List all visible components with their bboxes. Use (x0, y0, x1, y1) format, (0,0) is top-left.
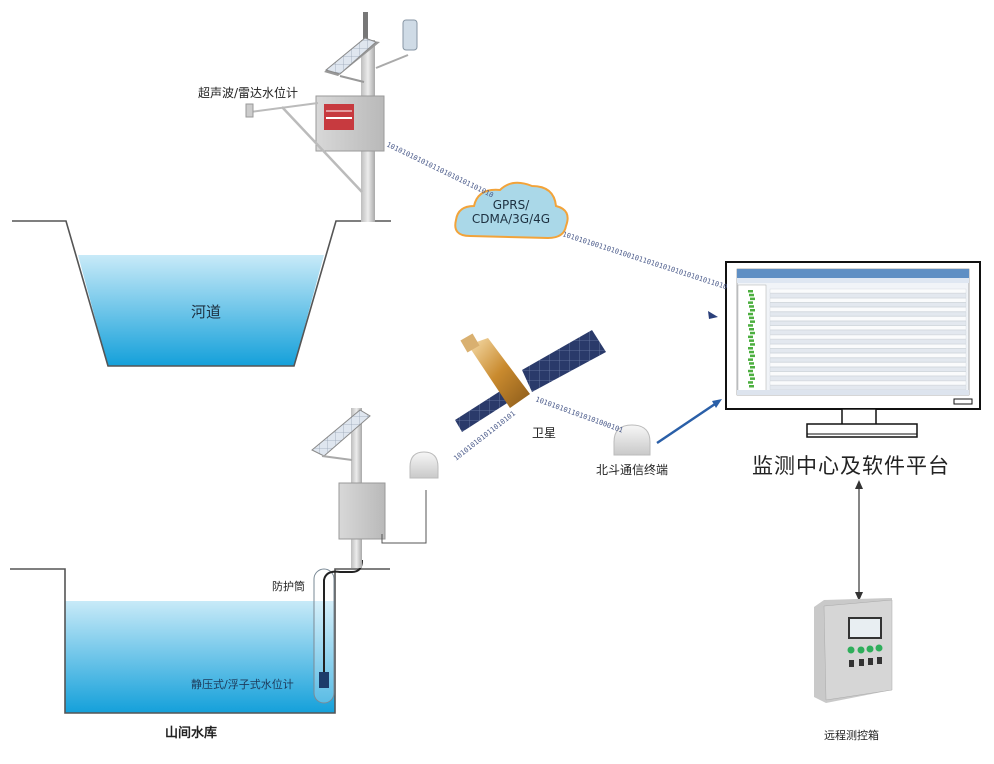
software-tree-node (749, 385, 754, 388)
network-cloud (454, 181, 569, 240)
satellite-icon (455, 330, 606, 432)
software-table-row (769, 311, 967, 317)
software-tree-node (750, 331, 755, 335)
software-tree-node (749, 328, 754, 331)
software-tree-node (750, 309, 755, 312)
beidou-antenna-icon (409, 451, 439, 479)
software-tree-node (750, 320, 755, 323)
binary-stream-cloud-center: 1010101001101010010110101010101010101101… (561, 230, 728, 291)
terminal-link-line (656, 400, 719, 445)
beidou-terminal-icon (613, 424, 651, 456)
link-arrow-icon (708, 311, 718, 319)
arrow-up-icon (855, 480, 863, 489)
software-table-row (769, 293, 967, 298)
software-tree-node (750, 297, 755, 301)
software-tree-node (748, 312, 753, 316)
software-table-row (769, 344, 967, 349)
label-pressure-float-gauge: 静压式/浮子式水位计 (191, 678, 294, 691)
software-tree-node (748, 369, 753, 373)
software-table-row (769, 348, 967, 353)
label-remote-control-box: 远程测控箱 (824, 729, 879, 742)
label-ultrasonic-radar-gauge: 超声波/雷达水位计 (198, 86, 299, 100)
reservoir-basin (10, 568, 390, 714)
software-table-row (769, 307, 967, 312)
label-reservoir: 山间水库 (165, 726, 218, 741)
software-table-row (769, 302, 967, 307)
remote-control-box-icon (814, 598, 893, 703)
radar-station (245, 12, 418, 222)
label-network: GPRS/ CDMA/3G/4G (468, 198, 554, 226)
pressure-sensor-icon (319, 672, 329, 688)
label-network-line2: CDMA/3G/4G (471, 212, 551, 226)
river-water (78, 255, 324, 366)
software-tree-node (750, 366, 755, 369)
software-tree-node (748, 290, 753, 293)
label-network-line1: GPRS/ (492, 198, 530, 212)
label-protection-tube: 防护筒 (272, 580, 305, 593)
label-satellite: 卫星 (532, 426, 557, 440)
software-tree-node (749, 350, 754, 354)
software-table-row (769, 334, 967, 340)
control-box (338, 482, 386, 540)
arrow-down-icon (855, 592, 863, 601)
software-table-row (769, 325, 967, 330)
label-river: 河道 (191, 303, 222, 321)
software-tree-node (749, 293, 754, 297)
reservoir-bank-line (10, 568, 390, 714)
software-tree-node (748, 335, 753, 339)
software-tree-node (749, 339, 754, 342)
software-table-row (769, 288, 967, 294)
software-tree-node (750, 343, 755, 346)
software-table-row (769, 339, 967, 344)
software-tree-node (749, 362, 754, 365)
software-tree-node (748, 301, 753, 304)
reservoir-water (65, 601, 335, 713)
solar-panel-icon (324, 37, 377, 75)
software-table-row (769, 353, 967, 358)
software-table-row (769, 298, 967, 303)
software-table-row (769, 371, 967, 376)
software-tree-node (748, 347, 753, 350)
software-table-row (769, 316, 967, 321)
software-tree-node (750, 354, 755, 358)
antenna-icon (363, 12, 368, 42)
software-table-row (769, 376, 967, 381)
software-table-row (769, 367, 967, 372)
solar-panel-icon (311, 409, 371, 457)
software-table-row (769, 330, 967, 335)
software-tree-node (749, 373, 754, 377)
software-table-row (769, 362, 967, 367)
reservoir-station (311, 408, 439, 568)
river-bank-line (12, 220, 391, 367)
river-channel (12, 220, 391, 367)
software-table-row (769, 385, 967, 390)
monitor-icon (725, 261, 981, 438)
binary-stream-station-cloud: 1010101010101101010101101010 (385, 141, 495, 200)
software-tree-node (749, 316, 754, 320)
software-tree-node (748, 324, 753, 327)
rain-gauge-icon (402, 19, 418, 51)
protection-tube (313, 559, 363, 704)
software-tree-node (750, 377, 755, 380)
software-tree-node (748, 381, 753, 384)
software-tree-node (748, 358, 753, 361)
label-beidou-terminal: 北斗通信终端 (596, 463, 669, 477)
label-monitoring-center: 监测中心及软件平台 (752, 454, 950, 478)
software-table-row (769, 357, 967, 363)
software-tree-node (749, 305, 754, 308)
software-table-row (769, 321, 967, 326)
software-table-row (769, 380, 967, 386)
ultrasonic-sensor-icon (245, 103, 254, 118)
